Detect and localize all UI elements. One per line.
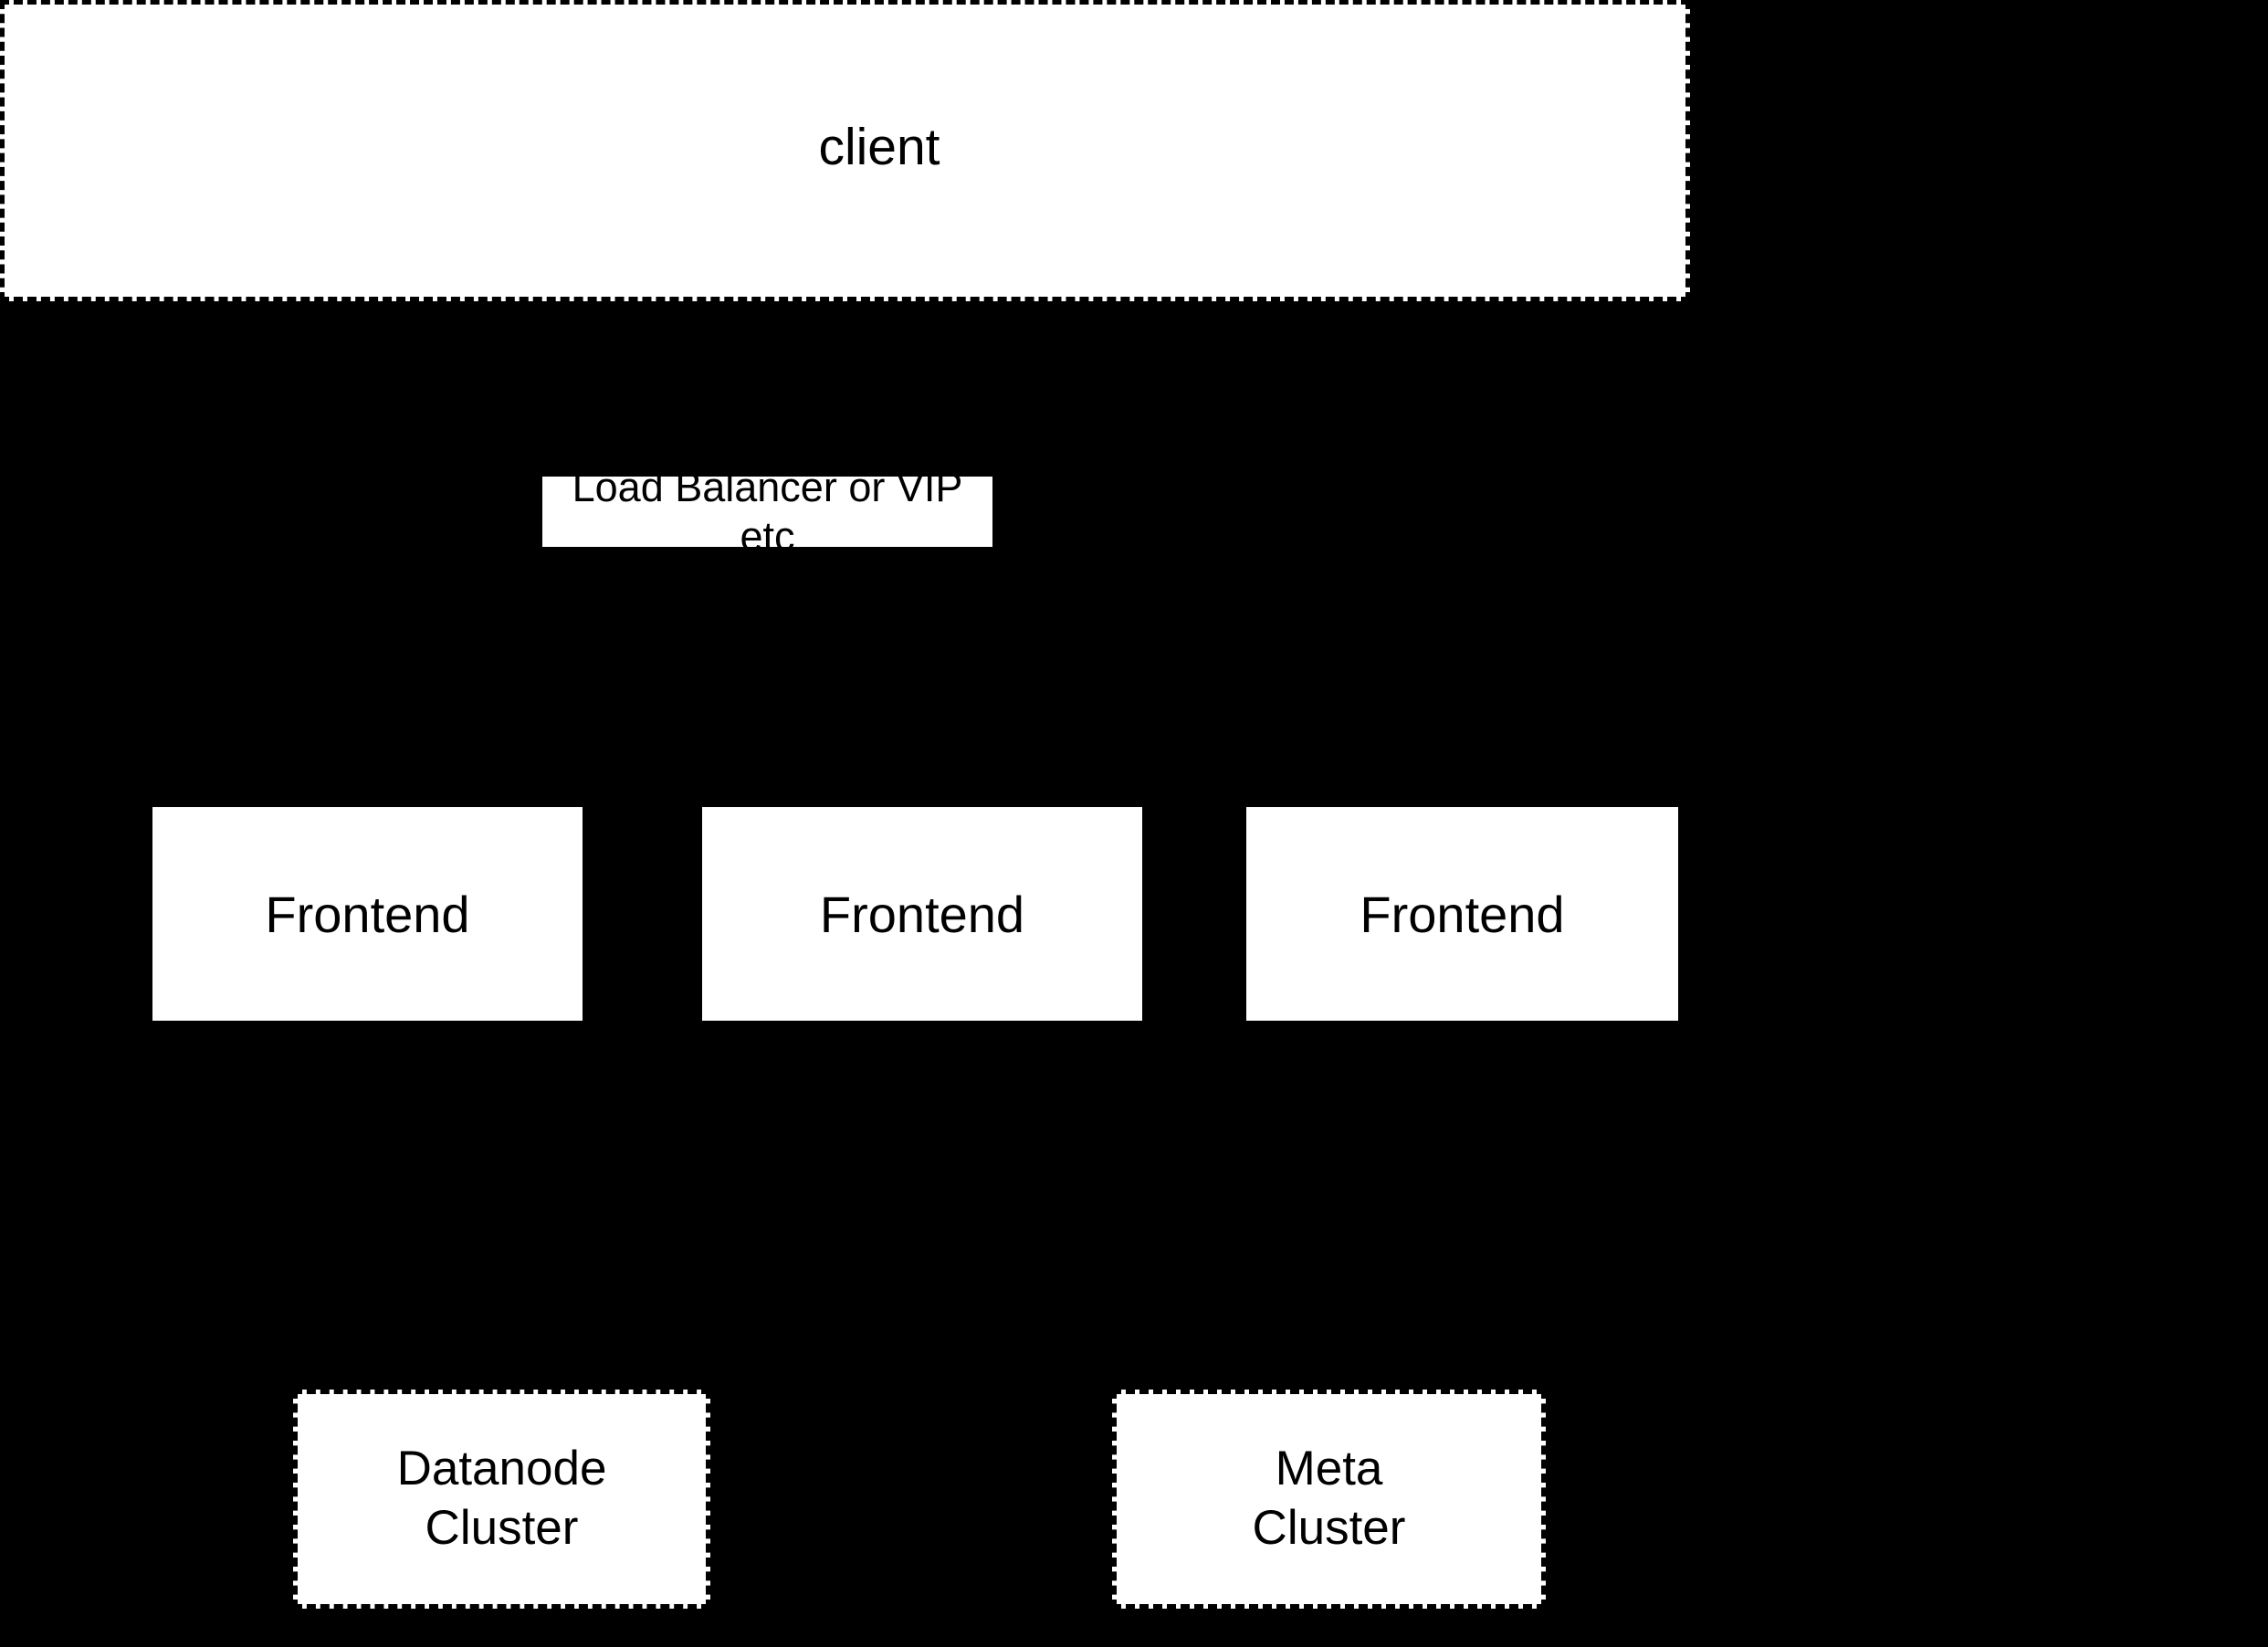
node-datanode-cluster[interactable]: Datanode Cluster bbox=[293, 1390, 710, 1609]
node-frontend-1[interactable]: Frontend bbox=[148, 803, 587, 1025]
node-frontend-3[interactable]: Frontend bbox=[1242, 803, 1683, 1025]
node-frontend-2[interactable]: Frontend bbox=[698, 803, 1147, 1025]
node-load-balancer[interactable]: Load Balancer or VIP etc bbox=[542, 464, 992, 560]
node-meta-cluster[interactable]: Meta Cluster bbox=[1112, 1390, 1546, 1609]
node-client[interactable]: client bbox=[689, 39, 1069, 256]
